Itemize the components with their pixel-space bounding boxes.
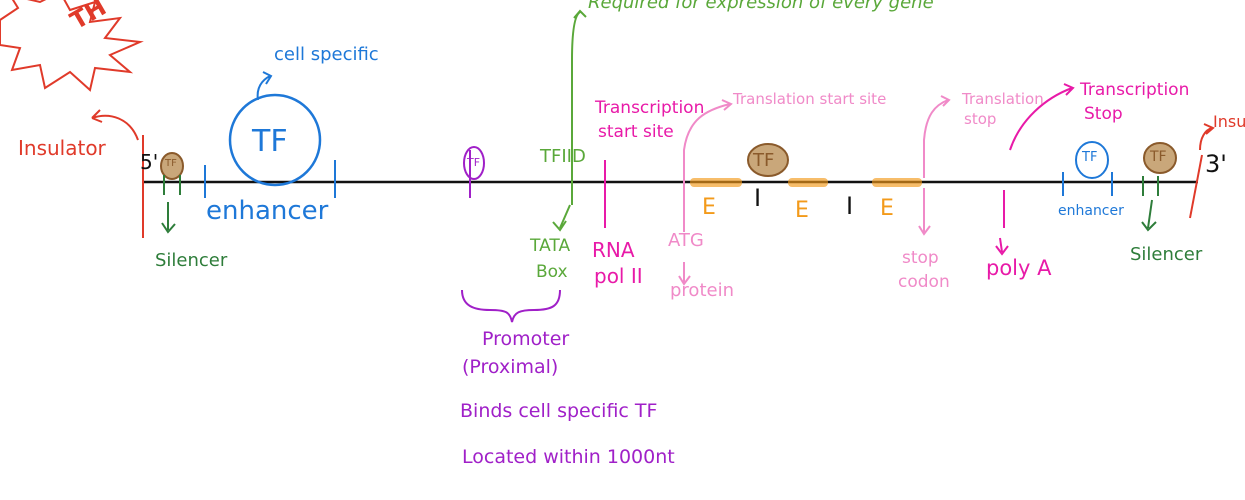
promoter-proximal-label: (Proximal)	[462, 356, 559, 378]
tf-label-promoter: TF	[467, 156, 481, 169]
exon-2-highlight	[788, 178, 828, 187]
translation-stop-label: Translation	[962, 90, 1044, 108]
protein-arrow	[678, 262, 691, 286]
cell-specific-label: cell specific	[274, 44, 379, 65]
silencer-left-arrow	[161, 202, 176, 234]
intron-2-label: I	[846, 192, 854, 220]
insulator-right-mark	[1189, 154, 1203, 219]
rna-label: RNA	[592, 238, 635, 262]
tata-label: TATA	[530, 236, 571, 256]
transcription-stop-arrow	[1009, 83, 1075, 151]
located-label: Located within 1000nt	[462, 446, 675, 468]
codon-label: codon	[898, 272, 950, 292]
translation-stop-label-2: stop	[964, 110, 997, 128]
stop-codon-label: stop	[902, 248, 939, 268]
binds-tf-label: Binds cell specific TF	[460, 400, 658, 422]
tf-label-left: TF	[165, 158, 177, 169]
enhancer-left-label: enhancer	[206, 196, 329, 226]
exon-3-highlight	[872, 178, 922, 187]
poly-a-arrow	[995, 237, 1009, 256]
promoter-brace	[461, 289, 561, 323]
atg-label: ATG	[668, 230, 704, 251]
insulator-right-label: Insul	[1213, 112, 1245, 131]
tf-label-gene: TF	[753, 150, 775, 171]
cell-specific-arrow	[256, 71, 273, 101]
tf-label-right: TF	[1082, 150, 1098, 165]
stop-codon-arrow	[918, 188, 931, 236]
starburst-shape	[0, 0, 144, 92]
promoter-label: Promoter	[482, 328, 570, 350]
transcription-stop-label: Transcription	[1080, 80, 1190, 100]
protein-label: protein	[670, 280, 734, 301]
tf-promoter-oval	[463, 146, 485, 180]
enhancer-right-label: enhancer	[1058, 203, 1124, 219]
silencer-right-arrow	[1141, 199, 1157, 232]
tf-label-big: TF	[252, 124, 288, 159]
tfiid-label: TFIID	[540, 146, 586, 167]
tf-label-right-2: TF	[1150, 149, 1167, 165]
tf-blob-left	[160, 152, 184, 180]
exon-1-label: E	[702, 195, 716, 220]
pol-ii-label: pol II	[594, 264, 643, 288]
insulator-left-arrow	[91, 109, 139, 141]
intron-1-label: I	[754, 184, 762, 212]
poly-a-label: poly A	[986, 256, 1052, 280]
tata-arrow	[552, 204, 571, 232]
insulator-left-label: Insulator	[18, 136, 106, 160]
tf-blob-right	[1143, 142, 1177, 174]
transcription-start-label: Transcription	[595, 98, 705, 118]
silencer-right-label: Silencer	[1130, 244, 1203, 265]
exon-2-label: E	[795, 198, 809, 223]
box-label: Box	[536, 262, 568, 282]
start-site-label: start site	[598, 122, 674, 142]
translation-start-arrow	[683, 99, 733, 232]
tfiid-note: Required for expression of every gene	[588, 0, 934, 13]
exon-3-label: E	[880, 196, 894, 221]
tf-blob-gene	[747, 143, 789, 177]
insulator-right-arrow	[1199, 123, 1215, 151]
five-prime-label: 5'	[140, 150, 159, 174]
transcription-stop-label-2: Stop	[1084, 104, 1123, 124]
tf-circle-big	[228, 93, 322, 187]
silencer-left-label: Silencer	[155, 250, 228, 271]
tf-oval-right	[1075, 141, 1109, 179]
translation-stop-arrow	[923, 95, 951, 178]
three-prime-label: 3'	[1205, 150, 1227, 178]
exon-1-highlight	[690, 178, 742, 187]
tfiid-bracket	[571, 9, 587, 175]
translation-start-label: Translation start site	[733, 90, 887, 108]
